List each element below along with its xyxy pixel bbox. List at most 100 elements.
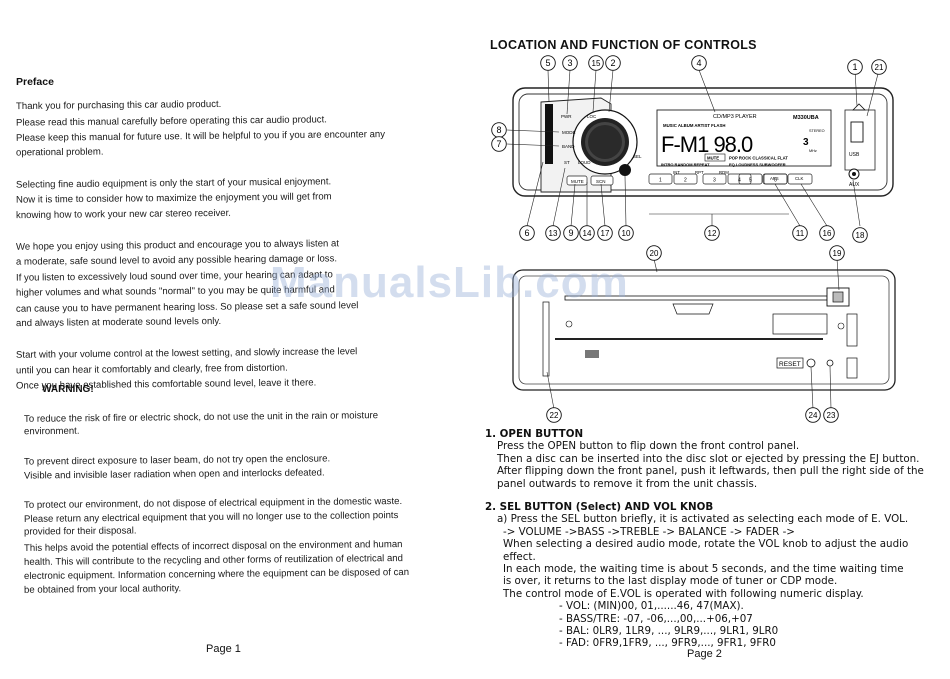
display-row1: MUSIC ALBUM ARTIST FLASH — [663, 123, 725, 128]
preset-label: 3 — [713, 178, 716, 184]
clk-button[interactable] — [787, 173, 813, 185]
callout-circle — [646, 245, 662, 261]
callout-number: 13 — [549, 229, 558, 238]
label-rdm: RDM — [719, 170, 729, 175]
section-line: When selecting a desired audio mode, rot… — [503, 538, 909, 551]
preset-button-2[interactable] — [673, 173, 698, 185]
display-mhz: MHz — [809, 149, 817, 153]
callout-circle — [562, 55, 578, 71]
section-line: Press the OPEN button to flip down the f… — [497, 440, 800, 453]
section-line: is over, it returns to the last display … — [503, 575, 838, 588]
display-channel: 3 — [803, 137, 809, 148]
callout-number: 12 — [708, 229, 717, 238]
label-scn: SCN — [596, 179, 606, 184]
callout-number: 10 — [622, 229, 631, 238]
callout-number: 5 — [545, 58, 550, 68]
page-number-right: Page 2 — [687, 648, 722, 660]
display-mute: MUTE — [707, 156, 719, 161]
callout-number: 14 — [583, 229, 592, 238]
aux-label: AUX — [849, 182, 860, 188]
text-line: electronic equipment. Information concer… — [23, 567, 410, 583]
callout-number: 11 — [796, 229, 805, 238]
callout-circle — [829, 245, 845, 261]
callout-number: 19 — [833, 249, 842, 258]
text-line: Selecting fine audio equipment is only t… — [15, 175, 332, 191]
callout-circle — [519, 225, 535, 241]
reset-label: RESET — [779, 361, 801, 368]
text-line: higher volumes and what sounds "normal" … — [15, 284, 335, 299]
callout-circle — [545, 225, 561, 241]
text-line: knowing how to work your new car stereo … — [15, 207, 231, 221]
warning-title: WARNING! — [42, 384, 94, 395]
callout-number: 16 — [823, 229, 832, 238]
preset-label: 6 — [774, 178, 777, 184]
text-line: be obtained from your local authority. — [23, 582, 182, 596]
text-line: Please return any electrical equipment t… — [23, 510, 399, 526]
callout-circle — [823, 407, 839, 423]
display-row3b: EQ LOUDNESS SUBWOOFER — [729, 162, 786, 167]
scn-button[interactable] — [590, 175, 614, 186]
callout-number: 8 — [496, 125, 501, 135]
callout-circle — [540, 55, 556, 71]
callout-circle — [691, 55, 707, 71]
text-line: Please read this manual carefully before… — [15, 113, 327, 129]
label-band: BAND — [562, 144, 575, 149]
lcd-display — [656, 109, 832, 167]
preset-button-5[interactable] — [738, 173, 763, 185]
text-line: and always listen at moderate sound leve… — [15, 315, 222, 330]
callout-number: 15 — [592, 59, 601, 68]
text-line: If you listen to excessively loud sound … — [15, 268, 333, 284]
page-number-left: Page 1 — [206, 643, 241, 655]
text-line: environment. — [23, 426, 80, 438]
sel-button[interactable] — [619, 164, 631, 176]
text-line: operational problem. — [15, 146, 104, 158]
callout-number: 20 — [650, 249, 659, 258]
callout-circle — [491, 136, 507, 152]
front-panel: PWR LOC MODE BAND SEL ST LOUD MUTE SCN C… — [512, 87, 894, 197]
section-line: effect. — [503, 550, 536, 563]
label-sel: SEL — [633, 154, 642, 159]
eject-button[interactable] — [832, 291, 844, 303]
usb-port[interactable] — [850, 121, 864, 143]
label-int: INT — [673, 170, 680, 175]
preset-button-1[interactable] — [648, 173, 673, 185]
label-rpt: RPT — [695, 170, 704, 175]
reset-button[interactable] — [776, 357, 804, 369]
open-button[interactable] — [852, 103, 866, 111]
section-2-heading: 2. SEL BUTTON (Select) AND VOL KNOB — [485, 501, 714, 513]
section-line: panel outwards to remove it from the uni… — [497, 477, 758, 490]
label-st: ST — [564, 160, 570, 165]
callout-circle — [704, 225, 720, 241]
text-line: provided for their disposal. — [23, 525, 137, 538]
callout-number: 21 — [875, 63, 884, 72]
callout-circle — [871, 59, 887, 75]
callout-number: 1 — [852, 62, 857, 72]
label-aps: APS — [770, 176, 779, 181]
label-mute: MUTE — [571, 179, 584, 184]
callout-number: 9 — [568, 228, 573, 238]
display-row2: POP ROCK CLASSICAL FLAT — [729, 156, 788, 161]
preset-button-3[interactable] — [702, 173, 727, 185]
callout-circle — [819, 225, 835, 241]
section-line: Then a disc can be inserted into the dis… — [497, 452, 920, 465]
section-line: In each mode, the waiting time is about … — [503, 563, 904, 576]
callout-circle — [805, 407, 821, 423]
mute-button[interactable] — [566, 175, 588, 186]
display-stereo: STEREO — [809, 129, 825, 133]
callout-number: 22 — [550, 411, 559, 420]
preset-button-4[interactable] — [727, 173, 752, 185]
section-open-button: 1. OPEN BUTTON Press the OPEN button to … — [485, 428, 924, 490]
text-line: Thank you for purchasing this car audio … — [15, 98, 222, 113]
leader-lines — [506, 69, 880, 410]
preface-title: Preface — [16, 76, 54, 88]
disc-slot — [564, 295, 828, 301]
usb-label: USB — [849, 152, 860, 158]
chassis-view: RESET — [512, 269, 896, 391]
callout-number: 24 — [809, 411, 818, 420]
callout-number: 18 — [856, 231, 865, 240]
text-line: Start with your volume control at the lo… — [15, 346, 358, 361]
section-line: After flipping down the front panel, pus… — [497, 465, 924, 478]
callout-circle — [546, 407, 562, 423]
text-line: We hope you enjoy using this product and… — [15, 237, 340, 253]
